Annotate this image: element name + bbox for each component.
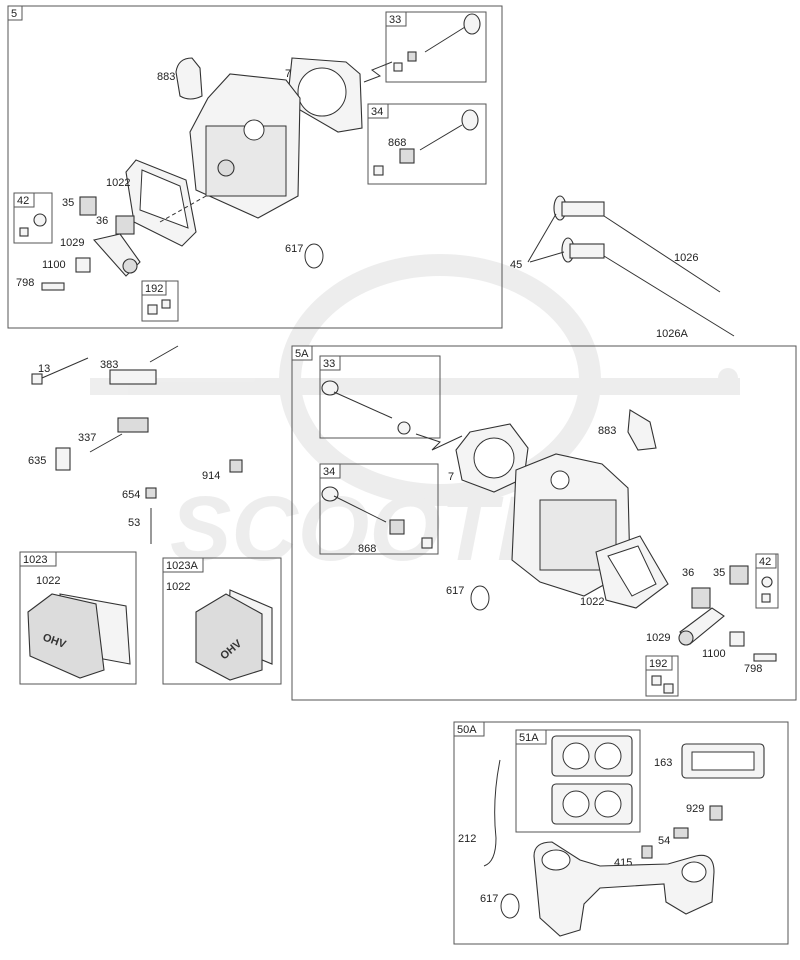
label-53: 53 (128, 517, 140, 529)
p5-sub-34-tag: 34 (371, 106, 383, 118)
panel-5-tag: 5 (11, 8, 17, 20)
p5a-label-35: 35 (713, 567, 725, 579)
label-1026a: 1026A (656, 328, 688, 340)
panel-50a: 50A 51A 163 929 54 415 212 617 (453, 721, 789, 945)
p5-label-617: 617 (285, 243, 303, 255)
p5-label-35: 35 (62, 197, 74, 209)
label-914: 914 (202, 470, 220, 482)
loose-valves: 45 1026 1026A (510, 195, 735, 340)
p5-sub-192-tag: 192 (145, 283, 163, 295)
p5-label-36: 36 (96, 215, 108, 227)
p5-sub-33-tag: 33 (389, 14, 401, 26)
panel-5: 5 33 34 868 42 192 (7, 5, 503, 329)
p50a-label-54: 54 (658, 835, 670, 847)
p5a-label-7: 7 (448, 471, 454, 483)
p5-label-883: 883 (157, 71, 175, 83)
label-383: 383 (100, 359, 118, 371)
p5-label-1029: 1029 (60, 237, 84, 249)
p1023-label-1022: 1022 (36, 575, 60, 587)
gasket-883-part (175, 57, 203, 100)
label-337: 337 (78, 432, 96, 444)
panel-5a-tag: 5A (295, 348, 309, 360)
p5a-label-1100: 1100 (702, 648, 726, 660)
p50a-label-212: 212 (458, 833, 476, 845)
p5-label-1100: 1100 (42, 259, 66, 271)
p5a-label-883: 883 (598, 425, 616, 437)
p5-sub-42-tag: 42 (17, 195, 29, 207)
p5a-label-617: 617 (446, 585, 464, 597)
p5a-sub-192-tag: 192 (649, 658, 667, 670)
p5-label-868: 868 (388, 137, 406, 149)
p5a-sub-33-tag: 33 (323, 358, 335, 370)
p5-label-798: 798 (16, 277, 34, 289)
p5a-label-1022: 1022 (580, 596, 604, 608)
panel-5a: 5A 33 34 868 7 883 1022 35 36 (291, 345, 797, 701)
p50a-sub-51a-tag: 51A (519, 732, 539, 744)
p5a-label-868: 868 (358, 543, 376, 555)
panel-50a-tag: 50A (457, 724, 477, 736)
p5a-label-1029: 1029 (646, 632, 670, 644)
p5a-label-798: 798 (744, 663, 762, 675)
label-635: 635 (28, 455, 46, 467)
label-1026: 1026 (674, 252, 698, 264)
p50a-label-929: 929 (686, 803, 704, 815)
p50a-label-163: 163 (654, 757, 672, 769)
p5a-sub-42-tag: 42 (759, 556, 771, 568)
panel-1023a-tag: 1023A (166, 560, 198, 572)
exhaust-manifold-part (533, 841, 715, 937)
p5a-sub-34-tag: 34 (323, 466, 335, 478)
label-13: 13 (38, 363, 50, 375)
panel-1023: 1023 1022 OHV (19, 551, 137, 685)
panel-1023a: 1023A 1022 OHV (162, 557, 282, 685)
loose-left-parts: 13 383 337 635 914 654 53 (28, 345, 243, 544)
p50a-label-617: 617 (480, 893, 498, 905)
p5a-label-36: 36 (682, 567, 694, 579)
label-654: 654 (122, 489, 140, 501)
p1023a-label-1022: 1022 (166, 581, 190, 593)
p5-label-7: 7 (285, 68, 291, 80)
label-45: 45 (510, 259, 522, 271)
p5-label-1022: 1022 (106, 177, 130, 189)
panel-1023-tag: 1023 (23, 554, 47, 566)
